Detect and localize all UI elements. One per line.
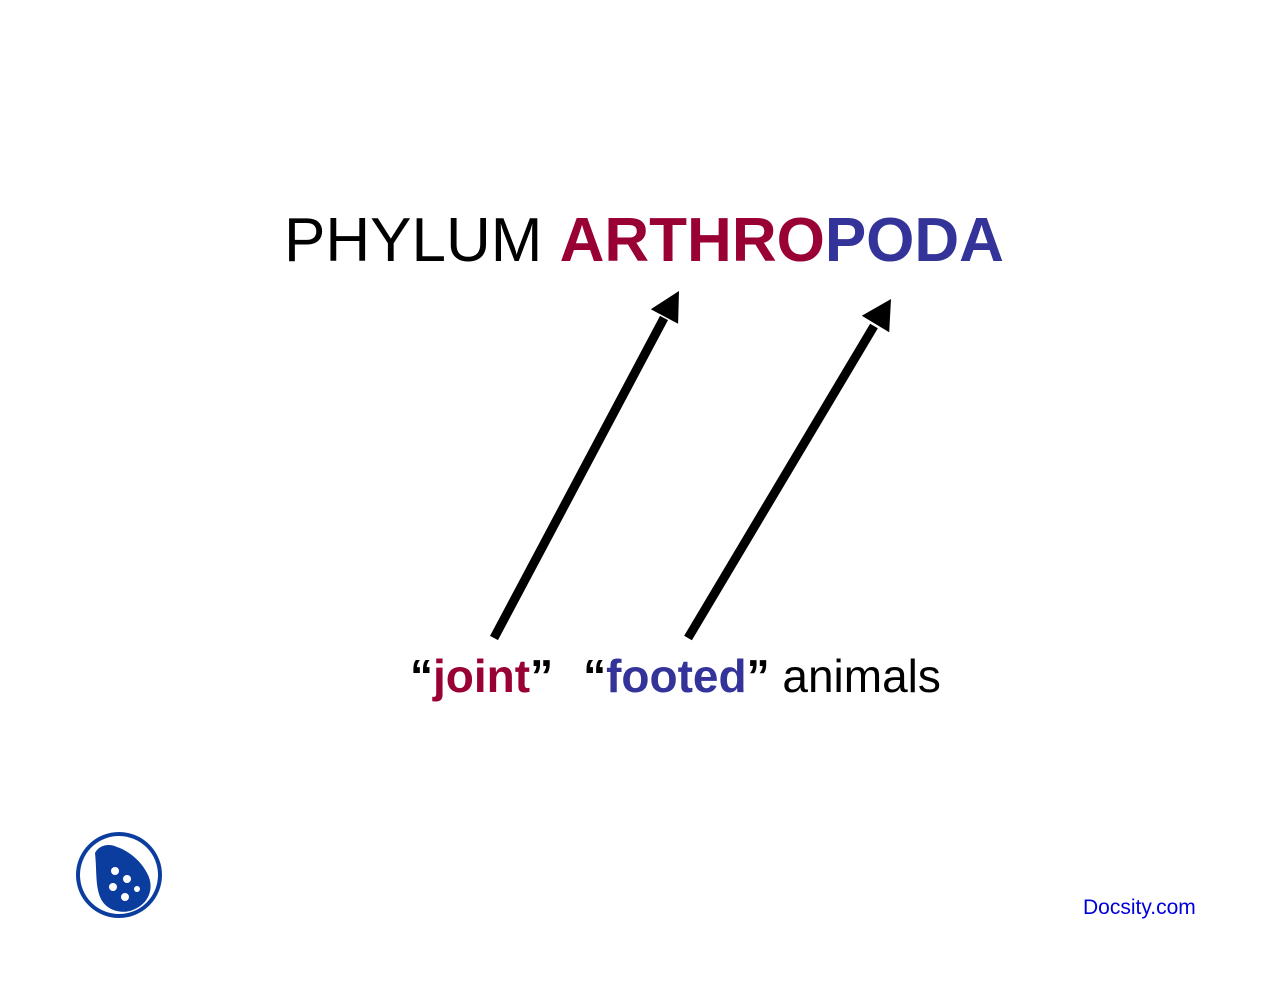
close-quote-footed: ” (746, 650, 770, 702)
title-prefix: PHYLUM (284, 206, 543, 275)
docsity-watermark[interactable]: Docsity.com (1083, 896, 1196, 919)
word-joint: joint (433, 650, 531, 702)
title-root-poda: PODA (824, 206, 1004, 275)
title-root-arthro: ARTHRO (559, 206, 825, 275)
open-quote-footed: “ (583, 650, 607, 702)
slide-title: PHYLUM ARTHROPODA (284, 205, 1004, 277)
open-quote-joint: “ (410, 650, 433, 702)
close-quote-joint: ” (530, 650, 554, 702)
arrow-footed-to-poda (684, 299, 891, 641)
docsity-logo-icon (76, 832, 162, 918)
word-animals: animals (782, 650, 941, 702)
arrow-joint-to-arthro (490, 291, 679, 641)
word-footed: footed (606, 650, 747, 702)
slide-subtitle: “joint”“footed” animals (410, 648, 941, 704)
